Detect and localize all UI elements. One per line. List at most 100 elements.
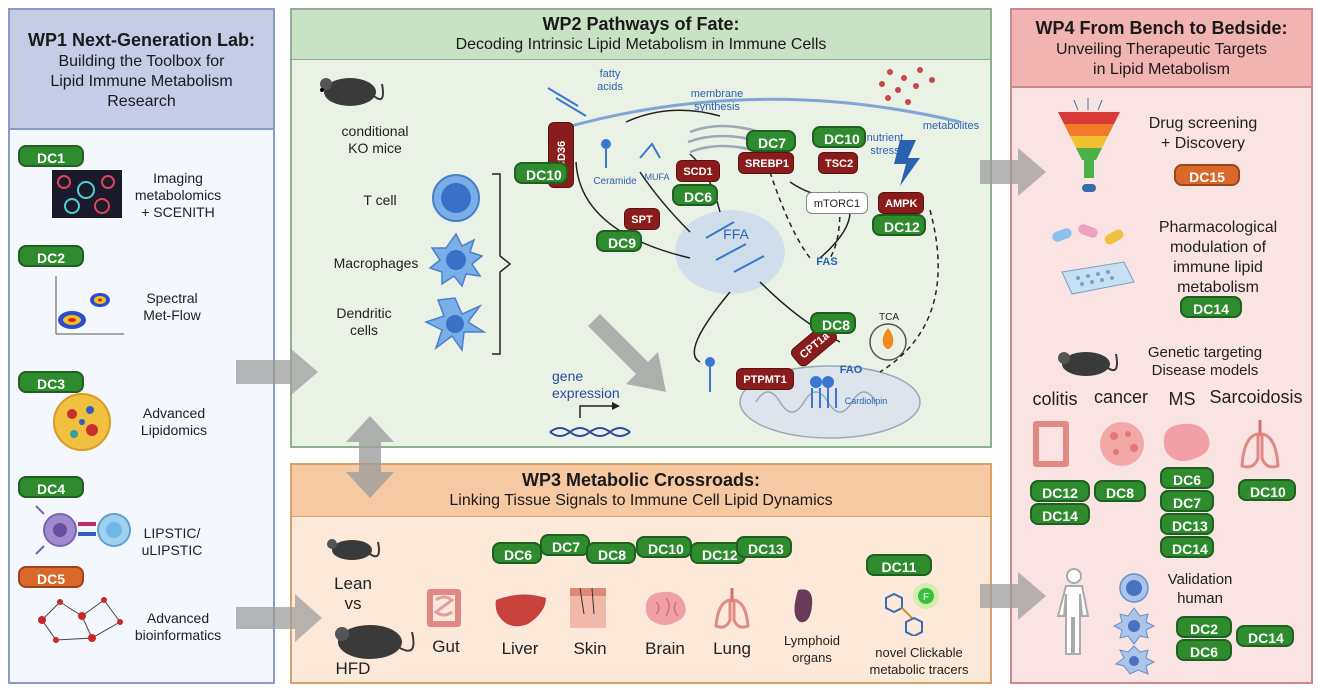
arrow-wp1-wp3 xyxy=(236,594,322,642)
cardiolipin-label: Cardiolipin xyxy=(844,396,888,406)
dendritic-line: Dendritic xyxy=(336,305,392,321)
hfd-label: HFD xyxy=(335,659,371,678)
dc2-label: Spectral Met-Flow xyxy=(128,290,216,324)
badge-ms-dc6: DC6 xyxy=(1160,467,1214,489)
gene-line: expression xyxy=(552,385,620,401)
wp1-subtitle-line: Lipid Immune Metabolism xyxy=(50,73,233,90)
badge-cancer-dc8: DC8 xyxy=(1094,480,1146,502)
lean-mouse-icon xyxy=(327,539,380,560)
wp4-header xyxy=(1012,10,1311,88)
wp4-panel xyxy=(1010,8,1313,684)
lean-label: Lean xyxy=(334,574,372,593)
validation-line: Validation xyxy=(1167,571,1233,588)
drug-line: + Discovery xyxy=(1160,135,1246,152)
vs-label: vs xyxy=(344,594,362,613)
enzyme-tsc2: TSC2 xyxy=(818,152,858,174)
pharma-line: immune lipid xyxy=(1173,259,1263,276)
badge-colitis-dc14: DC14 xyxy=(1030,503,1090,525)
arrow-wp2-wp4 xyxy=(980,148,1046,196)
fatty-acids-label: fatty acids xyxy=(590,68,630,94)
wp3-title: WP3 Metabolic Crossroads: xyxy=(521,470,761,490)
dc1-label: Imaging metabolomics + SCENITH xyxy=(128,170,228,221)
pharma-line: modulation of xyxy=(1169,239,1267,256)
fatty-acids-line: fatty xyxy=(599,68,621,80)
badge-wp2-dc6: DC6 xyxy=(672,184,718,206)
arrow-wp1-wp2 xyxy=(236,348,318,396)
wp1-header xyxy=(10,10,273,130)
flow-cytometry-icon xyxy=(55,276,124,335)
wp1-subtitle: Building the Toolbox for Lipid Immune Me… xyxy=(10,52,273,112)
pharma-line: metabolism xyxy=(1177,279,1259,296)
badge-dc3: DC3 xyxy=(18,371,84,393)
wp4-mouse-icon xyxy=(1058,352,1118,376)
badge-wp3-dc13: DC13 xyxy=(736,536,792,558)
nutrient-line: stress xyxy=(870,145,900,157)
genetic-targeting-label: Genetic targeting Disease models xyxy=(1130,344,1280,380)
wp3-subtitle: Linking Tissue Signals to Immune Cell Li… xyxy=(449,492,833,509)
nutrient-line: nutrient xyxy=(866,132,904,144)
badge-wp3-dc12: DC12 xyxy=(690,542,746,564)
wp3-header xyxy=(292,465,990,517)
pharma-line: Pharmacological xyxy=(1158,219,1278,236)
organ-skin-label: Skin xyxy=(573,639,607,658)
pharmacological-plate-icon xyxy=(1052,224,1135,295)
wp4-subtitle-line: Unveiling Therapeutic Targets xyxy=(1055,41,1268,58)
badge-ms-dc13: DC13 xyxy=(1160,513,1214,535)
badge-colitis-dc12: DC12 xyxy=(1030,480,1090,502)
ffa-label: FFA xyxy=(723,226,749,242)
badge-validation-dc2: DC2 xyxy=(1176,616,1232,638)
dendritic-cell-icon xyxy=(424,297,486,353)
enzyme-scd1: SCD1 xyxy=(676,160,720,182)
dc3-label: Advanced Lipidomics xyxy=(128,405,220,439)
badge-dc2: DC2 xyxy=(18,245,84,267)
disease-sarcoidosis: Sarcoidosis xyxy=(1209,387,1303,407)
drug-screening-funnel-icon xyxy=(1058,98,1120,192)
nutrient-stress-label: nutrient stress xyxy=(862,132,908,158)
gut-icon xyxy=(427,589,461,627)
wp2-subtitle: Decoding Intrinsic Lipid Metabolism in I… xyxy=(455,36,827,53)
badge-wp4-dc14: DC14 xyxy=(1180,296,1242,318)
mufa-label: MUFA xyxy=(644,172,670,182)
badge-dc1: DC1 xyxy=(18,145,84,167)
badge-wp4-dc15: DC15 xyxy=(1174,164,1240,186)
badge-sarcoidosis-dc10: DC10 xyxy=(1238,479,1296,501)
hfd-mouse-icon xyxy=(335,625,415,659)
gene-line: gene xyxy=(552,368,584,384)
badge-validation-dc14: DC14 xyxy=(1236,625,1294,647)
organ-lung-label: Lung xyxy=(713,639,751,658)
lymphoid-line: Lymphoid xyxy=(784,633,840,648)
organ-liver-label: Liver xyxy=(501,639,539,658)
wp2-header xyxy=(292,10,990,60)
conditional-ko-label: conditional KO mice xyxy=(320,123,430,157)
t-cell-icon xyxy=(432,174,480,222)
fas-label: FAS xyxy=(816,256,838,268)
badge-ms-dc14: DC14 xyxy=(1160,536,1214,558)
drug-line: Drug screening xyxy=(1148,115,1258,132)
wp4-title: WP4 From Bench to Bedside: xyxy=(1035,18,1288,38)
lymphoid-line: organs xyxy=(792,650,832,665)
cell-interaction-icon xyxy=(35,505,131,555)
macrophage-icon xyxy=(428,232,484,288)
human-validation-icon xyxy=(1056,568,1156,675)
organ-gut-label: Gut xyxy=(432,637,460,656)
cells-bracket xyxy=(492,173,512,355)
dc5-line: Advanced xyxy=(146,610,210,626)
badge-validation-dc6: DC6 xyxy=(1176,639,1232,661)
ko-line: KO mice xyxy=(348,140,402,156)
cancer-tumor-icon xyxy=(1100,422,1144,466)
dc4-label: LIPSTIC/ uLIPSTIC xyxy=(128,525,216,559)
badge-wp3-dc7: DC7 xyxy=(540,534,590,556)
wp1-subtitle-line: Building the Toolbox for xyxy=(58,53,225,70)
disease-ms: MS xyxy=(1168,389,1196,409)
badge-wp3-dc11: DC11 xyxy=(866,554,932,576)
dc4-line: uLIPSTIC xyxy=(141,542,203,558)
tca-label: TCA xyxy=(879,312,899,323)
dendritic-label: Dendritic cells xyxy=(326,305,402,339)
wp4-subtitle: Unveiling Therapeutic Targets in Lipid M… xyxy=(1012,40,1311,80)
dc2-line: Met-Flow xyxy=(143,307,201,323)
disease-cancer: cancer xyxy=(1093,387,1149,407)
dc1-line: metabolomics xyxy=(134,187,222,203)
colitis-gut-icon xyxy=(1033,421,1069,467)
dc2-line: Spectral xyxy=(146,290,198,306)
